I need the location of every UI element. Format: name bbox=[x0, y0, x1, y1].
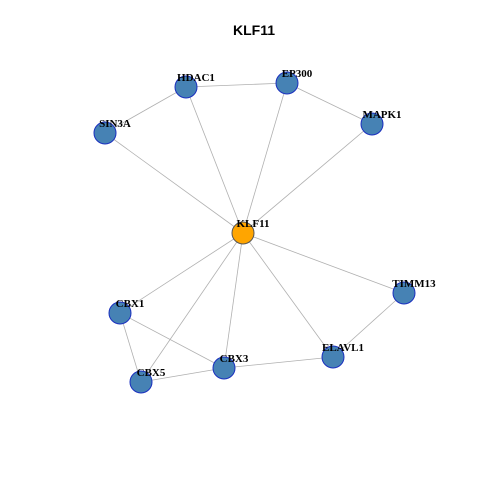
edge-layer bbox=[104, 82, 405, 383]
edge-cbx3-cbx5 bbox=[140, 367, 225, 383]
node-circle-hdac1 bbox=[174, 75, 198, 99]
edge-klf11-cbx5 bbox=[140, 232, 244, 383]
diagram-title: KLF11 bbox=[233, 22, 275, 38]
edge-klf11-sin3a bbox=[104, 132, 244, 234]
edge-klf11-cbx1 bbox=[119, 232, 244, 314]
edge-cbx1-cbx3 bbox=[119, 312, 225, 369]
node-klf11: KLF11 bbox=[231, 218, 270, 245]
edge-klf11-ep300 bbox=[242, 82, 288, 234]
edge-cbx1-cbx5 bbox=[119, 312, 142, 383]
node-cbx3: CBX3 bbox=[212, 353, 249, 380]
node-circle-timm13 bbox=[392, 281, 416, 305]
edge-hdac1-ep300 bbox=[185, 82, 288, 88]
node-cbx1: CBX1 bbox=[108, 298, 145, 325]
node-label-cbx3: CBX3 bbox=[220, 353, 249, 365]
edge-klf11-elavl1 bbox=[242, 232, 334, 358]
node-circle-cbx5 bbox=[129, 370, 153, 394]
node-circle-klf11 bbox=[231, 221, 255, 245]
node-circle-ep300 bbox=[275, 71, 299, 95]
edge-klf11-timm13 bbox=[242, 232, 405, 294]
edge-timm13-elavl1 bbox=[332, 292, 405, 358]
node-cbx5: CBX5 bbox=[129, 367, 166, 394]
edge-klf11-hdac1 bbox=[185, 86, 244, 234]
node-sin3a: SIN3A bbox=[93, 118, 131, 145]
edge-elavl1-cbx3 bbox=[223, 356, 334, 369]
node-hdac1: HDAC1 bbox=[174, 72, 215, 99]
edge-hdac1-sin3a bbox=[104, 86, 187, 134]
node-circle-elavl1 bbox=[321, 345, 345, 369]
edge-klf11-cbx3 bbox=[223, 232, 244, 369]
node-elavl1: ELAVL1 bbox=[321, 342, 364, 369]
node-circle-cbx1 bbox=[108, 301, 132, 325]
node-label-timm13: TIMM13 bbox=[392, 278, 436, 290]
node-label-mapk1: MAPK1 bbox=[362, 109, 401, 121]
node-timm13: TIMM13 bbox=[392, 278, 436, 305]
edge-ep300-mapk1 bbox=[286, 82, 373, 125]
node-label-klf11: KLF11 bbox=[236, 218, 269, 230]
node-label-cbx1: CBX1 bbox=[116, 298, 145, 310]
node-label-cbx5: CBX5 bbox=[137, 367, 166, 379]
node-ep300: EP300 bbox=[275, 68, 313, 95]
node-mapk1: MAPK1 bbox=[360, 109, 402, 136]
node-circle-sin3a bbox=[93, 121, 117, 145]
node-circle-cbx3 bbox=[212, 356, 236, 380]
edge-klf11-mapk1 bbox=[242, 123, 373, 234]
node-circle-mapk1 bbox=[360, 112, 384, 136]
node-label-elavl1: ELAVL1 bbox=[322, 342, 364, 354]
node-label-hdac1: HDAC1 bbox=[177, 72, 215, 84]
node-label-ep300: EP300 bbox=[282, 68, 313, 80]
node-label-sin3a: SIN3A bbox=[99, 118, 131, 130]
